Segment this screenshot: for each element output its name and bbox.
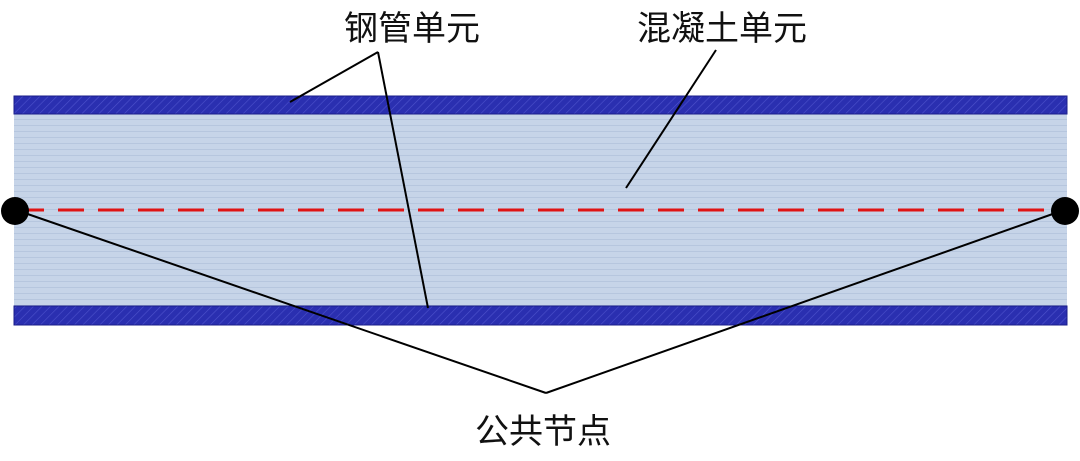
leader-node-left — [15, 209, 547, 394]
leader-steel-bottom — [377, 51, 429, 309]
steel-tube-bottom-strip — [13, 305, 1068, 326]
leader-concrete — [625, 49, 717, 189]
steel-tube-top-strip — [13, 95, 1068, 115]
leader-node-right — [545, 209, 1065, 394]
label-steel-tube-element: 钢管单元 — [344, 9, 480, 49]
leader-steel-top — [289, 51, 379, 103]
common-node-right — [1051, 197, 1079, 225]
label-common-nodes: 公共节点 — [475, 412, 611, 452]
common-node-left — [1, 197, 29, 225]
label-concrete-element: 混凝土单元 — [637, 9, 807, 49]
